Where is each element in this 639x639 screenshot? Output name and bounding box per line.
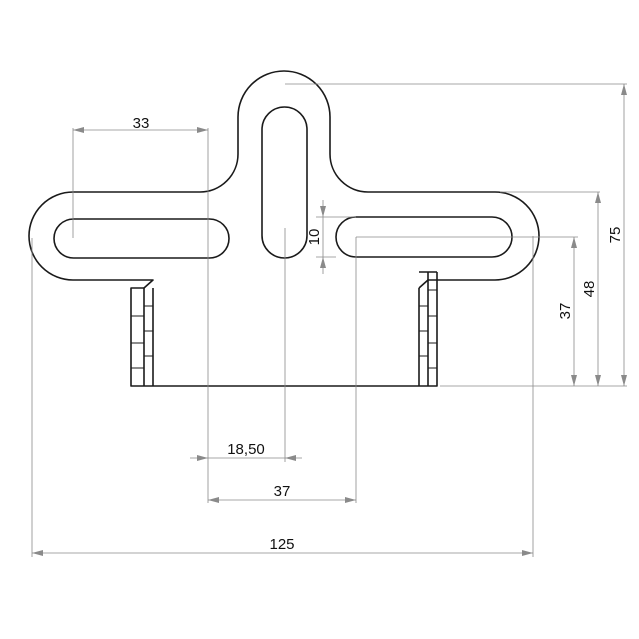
right-leg-ticks [419,289,437,369]
dim-75-label: 75 [607,227,624,244]
dim-18-50-label: 18,50 [227,441,265,458]
dim-125-label: 125 [269,536,294,553]
dimension-slot-length: 33 [73,115,208,133]
dimension-height-37: 37 [557,237,577,386]
part-outline [28,70,540,387]
left-leg-ticks [131,305,153,369]
bracket-top-profile [28,70,540,289]
bracket-bottom-profile [130,272,438,387]
dim-48-label: 48 [581,281,598,298]
dimension-slot-spacing: 37 [208,483,356,503]
dim-33-label: 33 [133,115,150,132]
dim-37-horizontal-label: 37 [274,483,291,500]
left-slot [53,218,230,259]
dimension-slot-width: 10 [306,200,326,274]
extension-lines [31,83,627,557]
dim-10-label: 10 [306,229,323,246]
dimension-overall-width: 125 [32,536,533,556]
center-slot [261,106,308,259]
dimension-center-offset: 18,50 [190,441,302,461]
dim-37-vertical-label: 37 [557,303,574,320]
dimension-height-48: 48 [581,192,601,386]
dimension-total-height: 75 [607,84,627,386]
